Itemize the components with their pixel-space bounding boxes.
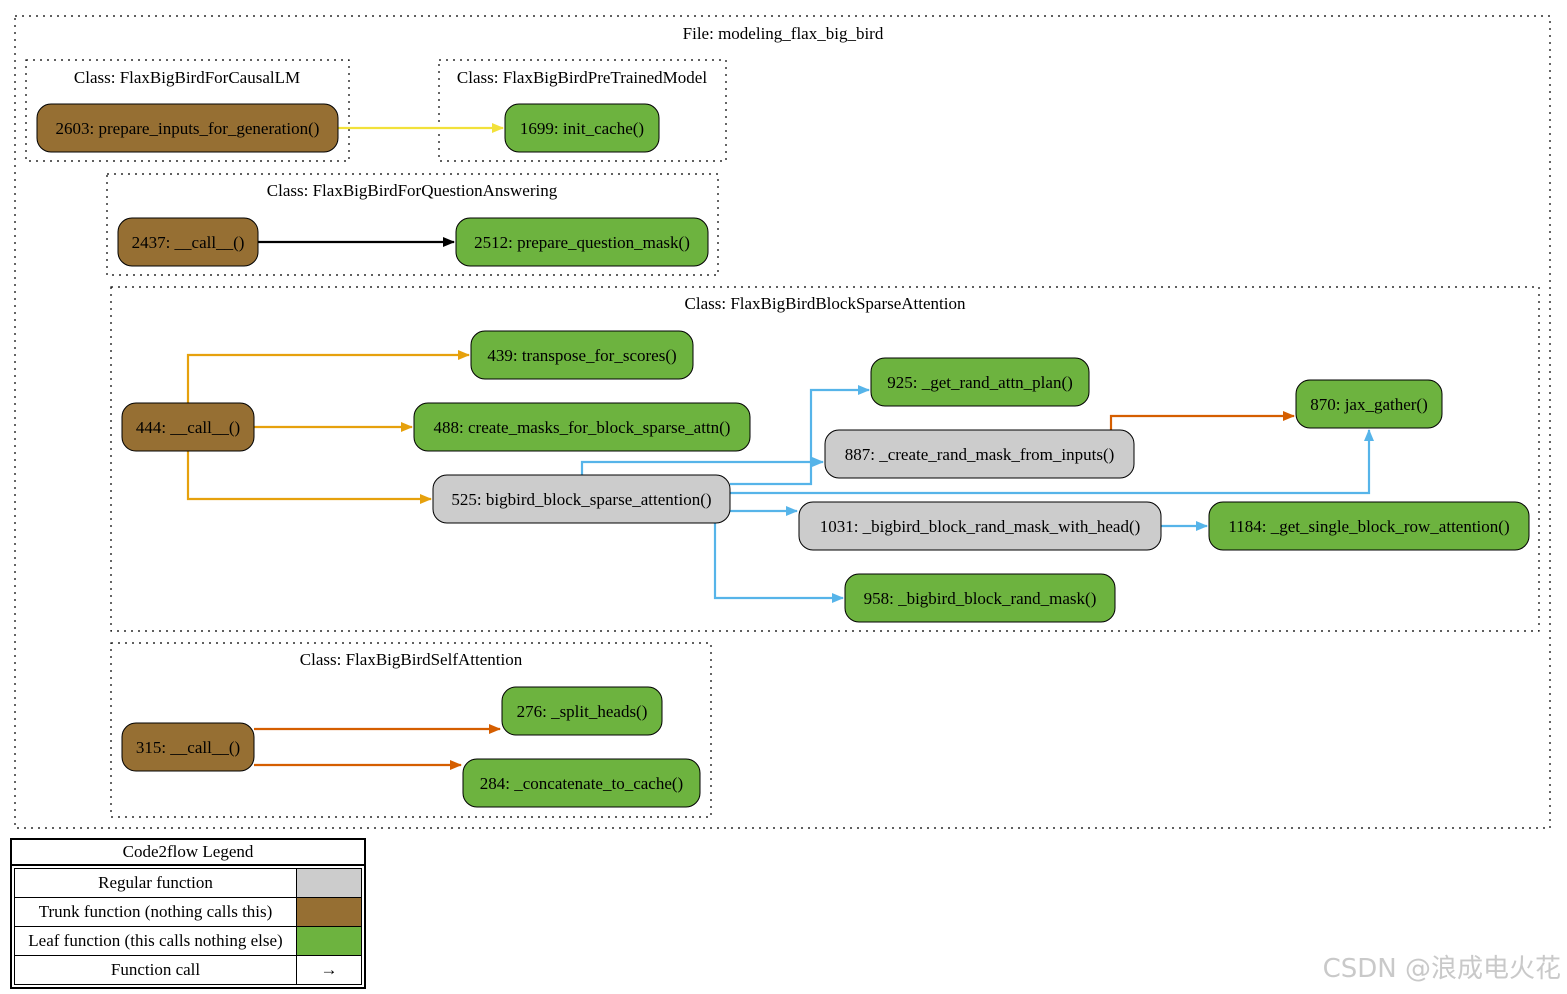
edge-444-to-525	[186, 451, 432, 504]
node-1184-label: 1184: _get_single_block_row_attention()	[1228, 517, 1509, 536]
file-cluster	[14, 15, 1551, 829]
legend-label-trunk: Trunk function (nothing calls this)	[14, 897, 297, 927]
edge-525-to-870	[730, 429, 1374, 495]
node-439[interactable]: 439: transpose_for_scores()	[470, 330, 694, 380]
cluster-selfattn-label: Class: FlaxBigBirdSelfAttention	[300, 650, 523, 669]
node-2603-label: 2603: prepare_inputs_for_generation()	[56, 119, 320, 138]
node-284-label: 284: _concatenate_to_cache()	[480, 774, 683, 793]
node-958-label: 958: _bigbird_block_rand_mask()	[864, 589, 1097, 608]
node-284[interactable]: 284: _concatenate_to_cache()	[462, 758, 701, 808]
node-488-label: 488: create_masks_for_block_sparse_attn(…	[434, 418, 731, 437]
node-1031[interactable]: 1031: _bigbird_block_rand_mask_with_head…	[798, 501, 1162, 551]
cluster-sparse-label: Class: FlaxBigBirdBlockSparseAttention	[685, 294, 966, 313]
node-870[interactable]: 870: jax_gather()	[1295, 379, 1443, 429]
node-1699[interactable]: 1699: init_cache()	[504, 103, 660, 153]
node-2512-label: 2512: prepare_question_mask()	[474, 233, 690, 252]
node-925-label: 925: _get_rand_attn_plan()	[887, 373, 1073, 392]
node-444-label: 444: __call__()	[136, 418, 240, 437]
legend: Code2flow Legend Regular function Trunk …	[10, 838, 366, 989]
node-1184[interactable]: 1184: _get_single_block_row_attention()	[1208, 501, 1530, 551]
node-887[interactable]: 887: _create_rand_mask_from_inputs()	[824, 429, 1135, 479]
cluster-sparse: Class: FlaxBigBirdBlockSparseAttention	[110, 286, 1540, 632]
legend-label-regular: Regular function	[14, 868, 297, 898]
cluster-pretrained: Class: FlaxBigBirdPreTrainedModel	[438, 59, 727, 162]
legend-label-leaf: Leaf function (this calls nothing else)	[14, 926, 297, 956]
watermark: CSDN @浪成电火花	[1322, 954, 1561, 984]
node-958[interactable]: 958: _bigbird_block_rand_mask()	[844, 573, 1116, 623]
legend-title: Code2flow Legend	[12, 840, 364, 866]
edge-525-to-925	[730, 385, 870, 486]
nodes-layer: 2603: prepare_inputs_for_generation() 16…	[36, 103, 1530, 808]
cluster-qa-label: Class: FlaxBigBirdForQuestionAnswering	[267, 181, 558, 200]
legend-row-leaf: Leaf function (this calls nothing else)	[14, 926, 362, 956]
node-925[interactable]: 925: _get_rand_attn_plan()	[870, 357, 1090, 407]
edges-layer	[186, 123, 1374, 770]
node-2437-label: 2437: __call__()	[132, 233, 245, 252]
file-label: File: modeling_flax_big_bird	[683, 24, 884, 43]
cluster-qa: Class: FlaxBigBirdForQuestionAnswering	[106, 173, 719, 276]
node-276-label: 276: _split_heads()	[517, 702, 648, 721]
node-488[interactable]: 488: create_masks_for_block_sparse_attn(…	[413, 402, 751, 452]
node-2512[interactable]: 2512: prepare_question_mask()	[455, 217, 709, 267]
legend-row-trunk: Trunk function (nothing calls this)	[14, 897, 362, 927]
legend-label-call: Function call	[14, 955, 297, 985]
edge-887-to-870	[1109, 411, 1295, 430]
cluster-causal: Class: FlaxBigBirdForCausalLM	[25, 59, 350, 162]
node-1699-label: 1699: init_cache()	[520, 119, 644, 138]
cluster-causal-label: Class: FlaxBigBirdForCausalLM	[74, 68, 300, 87]
node-1031-label: 1031: _bigbird_block_rand_mask_with_head…	[820, 517, 1141, 536]
edge-444-to-439	[186, 350, 470, 403]
node-315[interactable]: 315: __call__()	[121, 722, 255, 772]
cluster-selfattn: Class: FlaxBigBirdSelfAttention	[110, 642, 712, 818]
node-2437[interactable]: 2437: __call__()	[117, 217, 259, 267]
legend-row-regular: Regular function	[14, 868, 362, 898]
edge-525-to-958	[713, 523, 844, 603]
legend-table: Regular function Trunk function (nothing…	[14, 868, 362, 985]
legend-row-call: Function call →	[14, 955, 362, 985]
node-525[interactable]: 525: bigbird_block_sparse_attention()	[432, 474, 731, 524]
legend-swatch-trunk	[296, 897, 362, 927]
node-439-label: 439: transpose_for_scores()	[487, 346, 676, 365]
node-887-label: 887: _create_rand_mask_from_inputs()	[845, 445, 1115, 464]
legend-swatch-regular	[296, 868, 362, 898]
node-276[interactable]: 276: _split_heads()	[501, 686, 663, 736]
node-870-label: 870: jax_gather()	[1310, 395, 1428, 414]
node-315-label: 315: __call__()	[136, 738, 240, 757]
legend-swatch-leaf	[296, 926, 362, 956]
node-525-label: 525: bigbird_block_sparse_attention()	[451, 490, 711, 509]
node-444[interactable]: 444: __call__()	[121, 402, 255, 452]
cluster-pretrained-label: Class: FlaxBigBirdPreTrainedModel	[457, 68, 707, 87]
arrow-right-icon: →	[296, 955, 362, 985]
edge-525-to-887	[580, 457, 824, 475]
node-2603[interactable]: 2603: prepare_inputs_for_generation()	[36, 103, 339, 153]
